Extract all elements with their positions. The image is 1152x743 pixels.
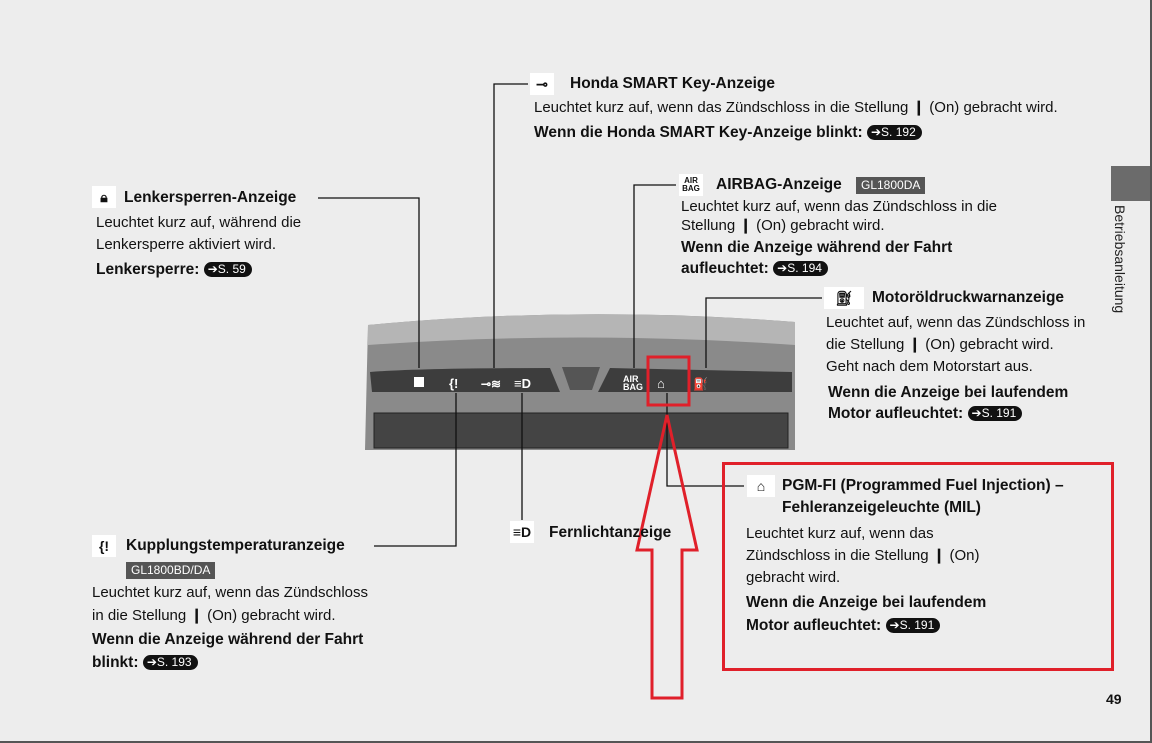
page-ref-link[interactable]: ➔S. 191 <box>967 406 1023 421</box>
section-tab-label: Betriebsanleitung <box>1112 205 1128 314</box>
airbag-bold: Wenn die Anzeige während der Fahrt <box>681 239 953 256</box>
kupplung-bold: Wenn die Anzeige während der Fahrt <box>92 631 364 648</box>
oil-text: die Stellung ❙ (On) gebracht wird. <box>826 336 1054 353</box>
highlight-box-icon <box>646 355 691 407</box>
clutch-temp-icon: {! <box>92 535 116 557</box>
page-ref-link[interactable]: ➔S. 191 <box>885 618 941 633</box>
pgm-bold: Motor aufleuchtet: ➔S. 191 <box>746 615 941 637</box>
model-badge: GL1800DA <box>856 177 926 194</box>
airbag-title: AIRBAG-Anzeige <box>716 176 842 193</box>
pgm-text: Zündschloss in die Stellung ❙ (On) <box>746 547 980 564</box>
smart-key-bold-text: Wenn die Honda SMART Key-Anzeige blinkt: <box>534 124 863 141</box>
pgm-title: PGM-FI (Programmed Fuel Injection) – <box>782 477 1064 494</box>
pgm-bold: Wenn die Anzeige bei laufendem <box>746 594 987 611</box>
smart-key-title: Honda SMART Key-Anzeige <box>570 75 775 92</box>
pgm-bold-text: Motor aufleuchtet: <box>746 617 882 634</box>
lock-icon <box>414 377 424 387</box>
oil-title: Motoröldruckwarnanzeige <box>872 289 1065 306</box>
page-ref: S. 191 <box>899 618 935 632</box>
kupplung-bold-text: blinkt: <box>92 654 139 671</box>
oil-bold-text: Motor aufleuchtet: <box>828 405 964 422</box>
lenker-text: Lenkersperre aktiviert wird. <box>96 236 277 253</box>
smart-key-bold: Wenn die Honda SMART Key-Anzeige blinkt:… <box>534 122 922 144</box>
page-ref-link[interactable]: ➔S. 59 <box>203 262 252 277</box>
red-arrow <box>635 414 699 700</box>
page-ref: S. 194 <box>787 261 822 275</box>
lenker-title: Lenkersperren-Anzeige <box>124 189 297 206</box>
pgm-text: gebracht wird. <box>746 569 841 586</box>
oil-bold: Wenn die Anzeige bei laufendem <box>828 384 1069 401</box>
pgm-text: Leuchtet kurz auf, wenn das <box>746 525 934 542</box>
page-ref: S. 193 <box>156 655 192 669</box>
lenker-text: Leuchtet kurz auf, während die <box>96 214 302 231</box>
airbag-bold-text: aufleuchtet: <box>681 260 769 277</box>
kupplung-bold: blinkt: ➔S. 193 <box>92 652 198 674</box>
oil-text: Leuchtet auf, wenn das Zündschloss in <box>826 314 1086 331</box>
airbag-icon: AIR BAG <box>679 174 703 196</box>
svg-text:BAG: BAG <box>623 382 643 392</box>
leader-lines <box>318 83 822 547</box>
high-beam-icon: ≡D <box>510 521 534 543</box>
page-ref: S. 192 <box>881 125 916 139</box>
page-ref: S. 191 <box>981 406 1017 420</box>
clutch-temp-icon: {! <box>449 376 458 391</box>
lenker-bold-text: Lenkersperre: <box>96 261 200 278</box>
smart-key-text: Leuchtet kurz auf, wenn das Zündschloss … <box>534 99 1058 116</box>
section-tab[interactable] <box>1111 166 1150 201</box>
page-ref-link[interactable]: ➔S. 192 <box>866 125 922 140</box>
airbag-icon: AIR <box>623 374 639 384</box>
page-ref-link[interactable]: ➔S. 194 <box>773 261 828 276</box>
page-ref-link[interactable]: ➔S. 193 <box>142 655 198 670</box>
airbag-bold: aufleuchtet: ➔S. 194 <box>681 258 828 280</box>
highlight-box <box>722 462 1114 671</box>
smart-key-icon: ⊸≋ <box>481 377 501 391</box>
oil-text: Geht nach dem Motorstart aus. <box>826 358 1033 375</box>
kupplung-text: Leuchtet kurz auf, wenn das Zündschloss <box>92 584 368 601</box>
kupplung-text: in die Stellung ❙ (On) gebracht wird. <box>92 607 336 624</box>
page-ref: S. 59 <box>217 262 246 276</box>
airbag-text: Stellung ❙ (On) gebracht wird. <box>681 217 885 234</box>
engine-check-icon: ⌂ <box>747 475 775 497</box>
kupplung-title: Kupplungstemperaturanzeige <box>126 537 345 554</box>
high-beam-icon: ≡D <box>514 376 531 391</box>
engine-icon: ⌂ <box>657 376 665 391</box>
oil-bold: Motor aufleuchtet: ➔S. 191 <box>828 403 1023 425</box>
pgm-title: Fehleranzeigeleuchte (MIL) <box>782 499 981 516</box>
oil-pressure-icon: ⛽︎ <box>824 287 864 309</box>
smart-key-icon: ⊸ <box>530 73 554 95</box>
fernlicht-title: Fernlichtanzeige <box>549 524 672 541</box>
page-number: 49 <box>1106 691 1122 707</box>
lock-icon: 🔒︎ <box>92 186 116 208</box>
oil-icon: ⛽ <box>693 377 708 391</box>
airbag-text: Leuchtet kurz auf, wenn das Zündschloss … <box>681 198 998 215</box>
lenker-bold: Lenkersperre: ➔S. 59 <box>96 259 252 281</box>
model-badge: GL1800BD/DA <box>126 562 216 579</box>
